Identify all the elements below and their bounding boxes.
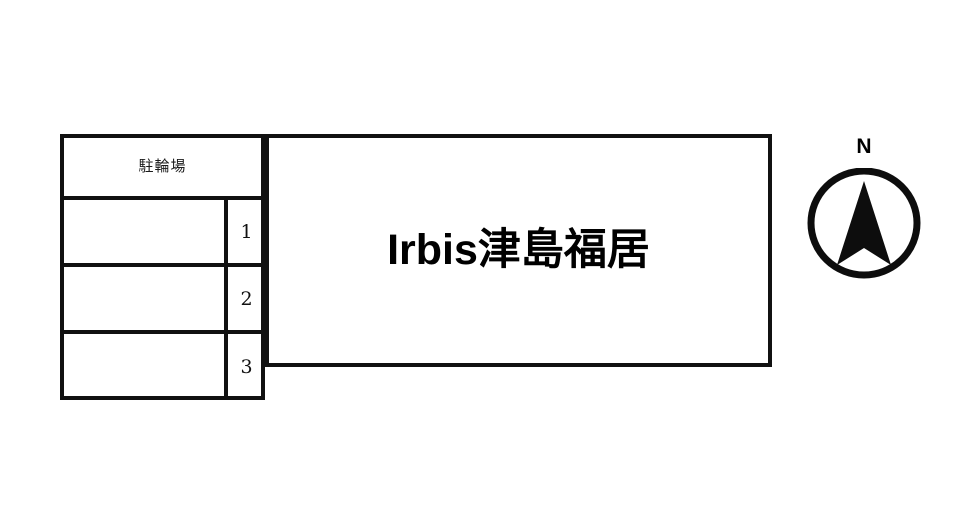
parking-stall-row: 2 bbox=[60, 267, 265, 330]
bicycle-parking-label: 駐輪場 bbox=[138, 157, 187, 175]
parking-stall-bay bbox=[60, 334, 228, 400]
parking-stall-number: 3 bbox=[240, 356, 253, 378]
stall-divider bbox=[60, 330, 265, 334]
parking-stall-row: 3 bbox=[60, 334, 265, 400]
bicycle-parking-cell: 駐輪場 bbox=[60, 134, 265, 200]
parking-area-outline bbox=[60, 134, 265, 400]
compass-north-label: N bbox=[856, 135, 872, 158]
compass-north-arrow-icon bbox=[807, 168, 921, 279]
stall-divider bbox=[60, 263, 265, 267]
parking-stall-number: 2 bbox=[240, 287, 253, 310]
compass-rose: N bbox=[805, 136, 923, 281]
building-name-label: Irbis津島福居 bbox=[387, 226, 650, 274]
parking-stall-bay bbox=[60, 200, 228, 263]
parking-stall-number: 1 bbox=[240, 220, 253, 243]
parking-stall-row: 1 bbox=[60, 200, 265, 263]
parking-stall-bay bbox=[60, 267, 228, 330]
building-footprint bbox=[265, 134, 772, 367]
